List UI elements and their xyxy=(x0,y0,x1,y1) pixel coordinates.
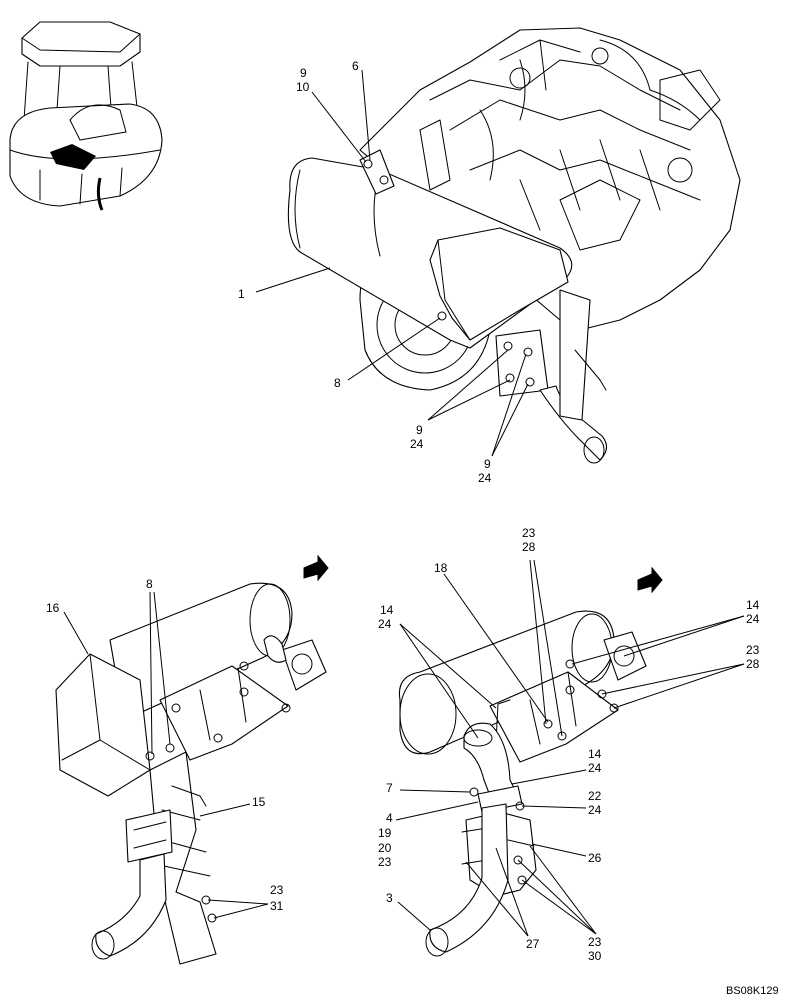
callout-24: 24 xyxy=(746,612,760,626)
callout-23: 23 xyxy=(270,883,284,897)
muffler-left-view xyxy=(55,554,329,965)
callout-14: 14 xyxy=(588,747,602,761)
direction-arrow-icon xyxy=(303,554,329,582)
callout-15: 15 xyxy=(252,795,266,809)
leader-lines-top xyxy=(255,69,529,457)
machine-locator-thumbnail xyxy=(9,21,163,211)
callout-31: 31 xyxy=(270,899,284,913)
callout-10: 10 xyxy=(296,80,310,94)
callout-4: 4 xyxy=(386,811,393,825)
callout-18: 18 xyxy=(434,561,448,575)
callout-6: 6 xyxy=(352,59,359,73)
engine-assembly-view xyxy=(287,27,741,464)
callout-3: 3 xyxy=(386,891,393,905)
leader-lines-right xyxy=(395,559,745,937)
callout-28: 28 xyxy=(522,540,536,554)
callout-30: 30 xyxy=(588,949,602,963)
direction-arrow-icon xyxy=(637,566,663,594)
callouts-right: 23 28 18 14 24 14 24 23 28 14 24 7 4 19 … xyxy=(378,526,760,963)
leader-lines-left xyxy=(63,591,269,919)
drawing-id: BS08K129 xyxy=(726,985,779,997)
callout-24: 24 xyxy=(588,761,602,775)
callout-24: 24 xyxy=(478,471,492,485)
callout-23: 23 xyxy=(746,643,760,657)
callout-24: 24 xyxy=(378,617,392,631)
callout-1: 1 xyxy=(238,287,245,301)
callout-23: 23 xyxy=(378,855,392,869)
callout-24: 24 xyxy=(410,437,424,451)
callout-14: 14 xyxy=(380,603,394,617)
callout-22: 22 xyxy=(588,789,602,803)
callout-23: 23 xyxy=(522,526,536,540)
callout-7: 7 xyxy=(386,781,393,795)
callout-20: 20 xyxy=(378,841,392,855)
callouts-top: 9 10 6 1 8 9 24 9 24 xyxy=(238,59,492,485)
callout-8: 8 xyxy=(334,376,341,390)
callout-8: 8 xyxy=(146,577,153,591)
callout-28: 28 xyxy=(746,657,760,671)
callout-9: 9 xyxy=(484,457,491,471)
heat-shield xyxy=(429,227,569,341)
callout-14: 14 xyxy=(746,598,760,612)
callout-9: 9 xyxy=(300,66,307,80)
callout-24: 24 xyxy=(588,803,602,817)
callout-16: 16 xyxy=(46,601,60,615)
callout-19: 19 xyxy=(378,826,392,840)
callout-26: 26 xyxy=(588,851,602,865)
muffler-location-highlight xyxy=(50,144,96,170)
muffler-right-view xyxy=(398,566,663,957)
callout-9: 9 xyxy=(416,423,423,437)
callout-23: 23 xyxy=(588,935,602,949)
callout-27: 27 xyxy=(526,937,540,951)
callouts-left: 8 16 15 23 31 xyxy=(46,577,284,913)
